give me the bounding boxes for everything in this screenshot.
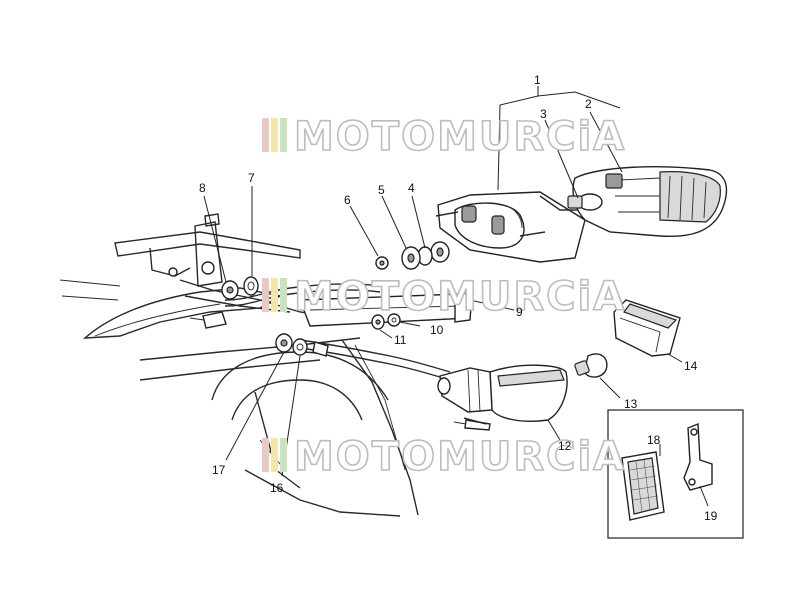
watermark-stripe — [271, 438, 278, 472]
watermark-text: MOTOMURCiA — [294, 114, 626, 160]
part-label-2: 2 — [585, 97, 592, 111]
watermark-logo-top: MOTOMURCiA — [262, 113, 626, 161]
nut-and-washer — [221, 276, 259, 300]
part-label-4: 4 — [408, 181, 415, 195]
part-label-19: 19 — [704, 509, 718, 523]
tail-light-base — [435, 191, 620, 263]
watermark-stripe — [262, 278, 269, 312]
part-label-13: 13 — [624, 397, 638, 411]
watermark-logo-middle: MOTOMURCiA — [262, 273, 626, 321]
part-label-11: 11 — [394, 333, 407, 347]
rear-fender — [83, 287, 361, 381]
part-labels: 1 2 3 4 5 6 7 8 9 10 11 12 13 14 16 17 1… — [199, 73, 718, 523]
wiring-harness — [189, 283, 451, 381]
watermark-stripe — [271, 278, 278, 312]
part-label-7: 7 — [248, 171, 255, 185]
part-label-14: 14 — [684, 359, 698, 373]
watermark-stripe — [280, 278, 287, 312]
part-label-10: 10 — [430, 323, 444, 337]
watermark-stripe — [280, 118, 287, 152]
screw — [463, 417, 487, 425]
rubber-mounts — [375, 241, 450, 270]
watermark-stripe — [262, 118, 269, 152]
part-label-6: 6 — [344, 193, 351, 207]
part-label-3: 3 — [540, 107, 547, 121]
part-label-5: 5 — [378, 183, 385, 197]
license-light-lens — [613, 299, 681, 357]
number-plate-bracket — [298, 291, 473, 327]
watermark-stripe — [271, 118, 278, 152]
small-washers — [371, 313, 401, 330]
part-label-12: 12 — [558, 439, 572, 453]
watermark-stripe — [262, 438, 269, 472]
watermark-text: MOTOMURCiA — [294, 434, 626, 480]
rear-subframe — [59, 213, 341, 319]
part-label-8: 8 — [199, 181, 206, 195]
part-label-1: 1 — [534, 73, 541, 87]
license-plate-light — [437, 364, 568, 431]
watermark-text: MOTOMURCiA — [294, 274, 626, 320]
part-label-17: 17 — [212, 463, 226, 477]
tail-light-bulb — [567, 193, 603, 211]
reflector-inset — [607, 409, 744, 539]
part-label-9: 9 — [516, 305, 523, 319]
part-label-18: 18 — [647, 433, 661, 447]
watermark-logo-bottom: MOTOMURCiA — [262, 433, 626, 481]
watermark-stripe — [280, 438, 287, 472]
tail-light-lens — [572, 166, 728, 238]
license-light-bulb — [574, 353, 608, 378]
part-label-16: 16 — [270, 481, 284, 495]
